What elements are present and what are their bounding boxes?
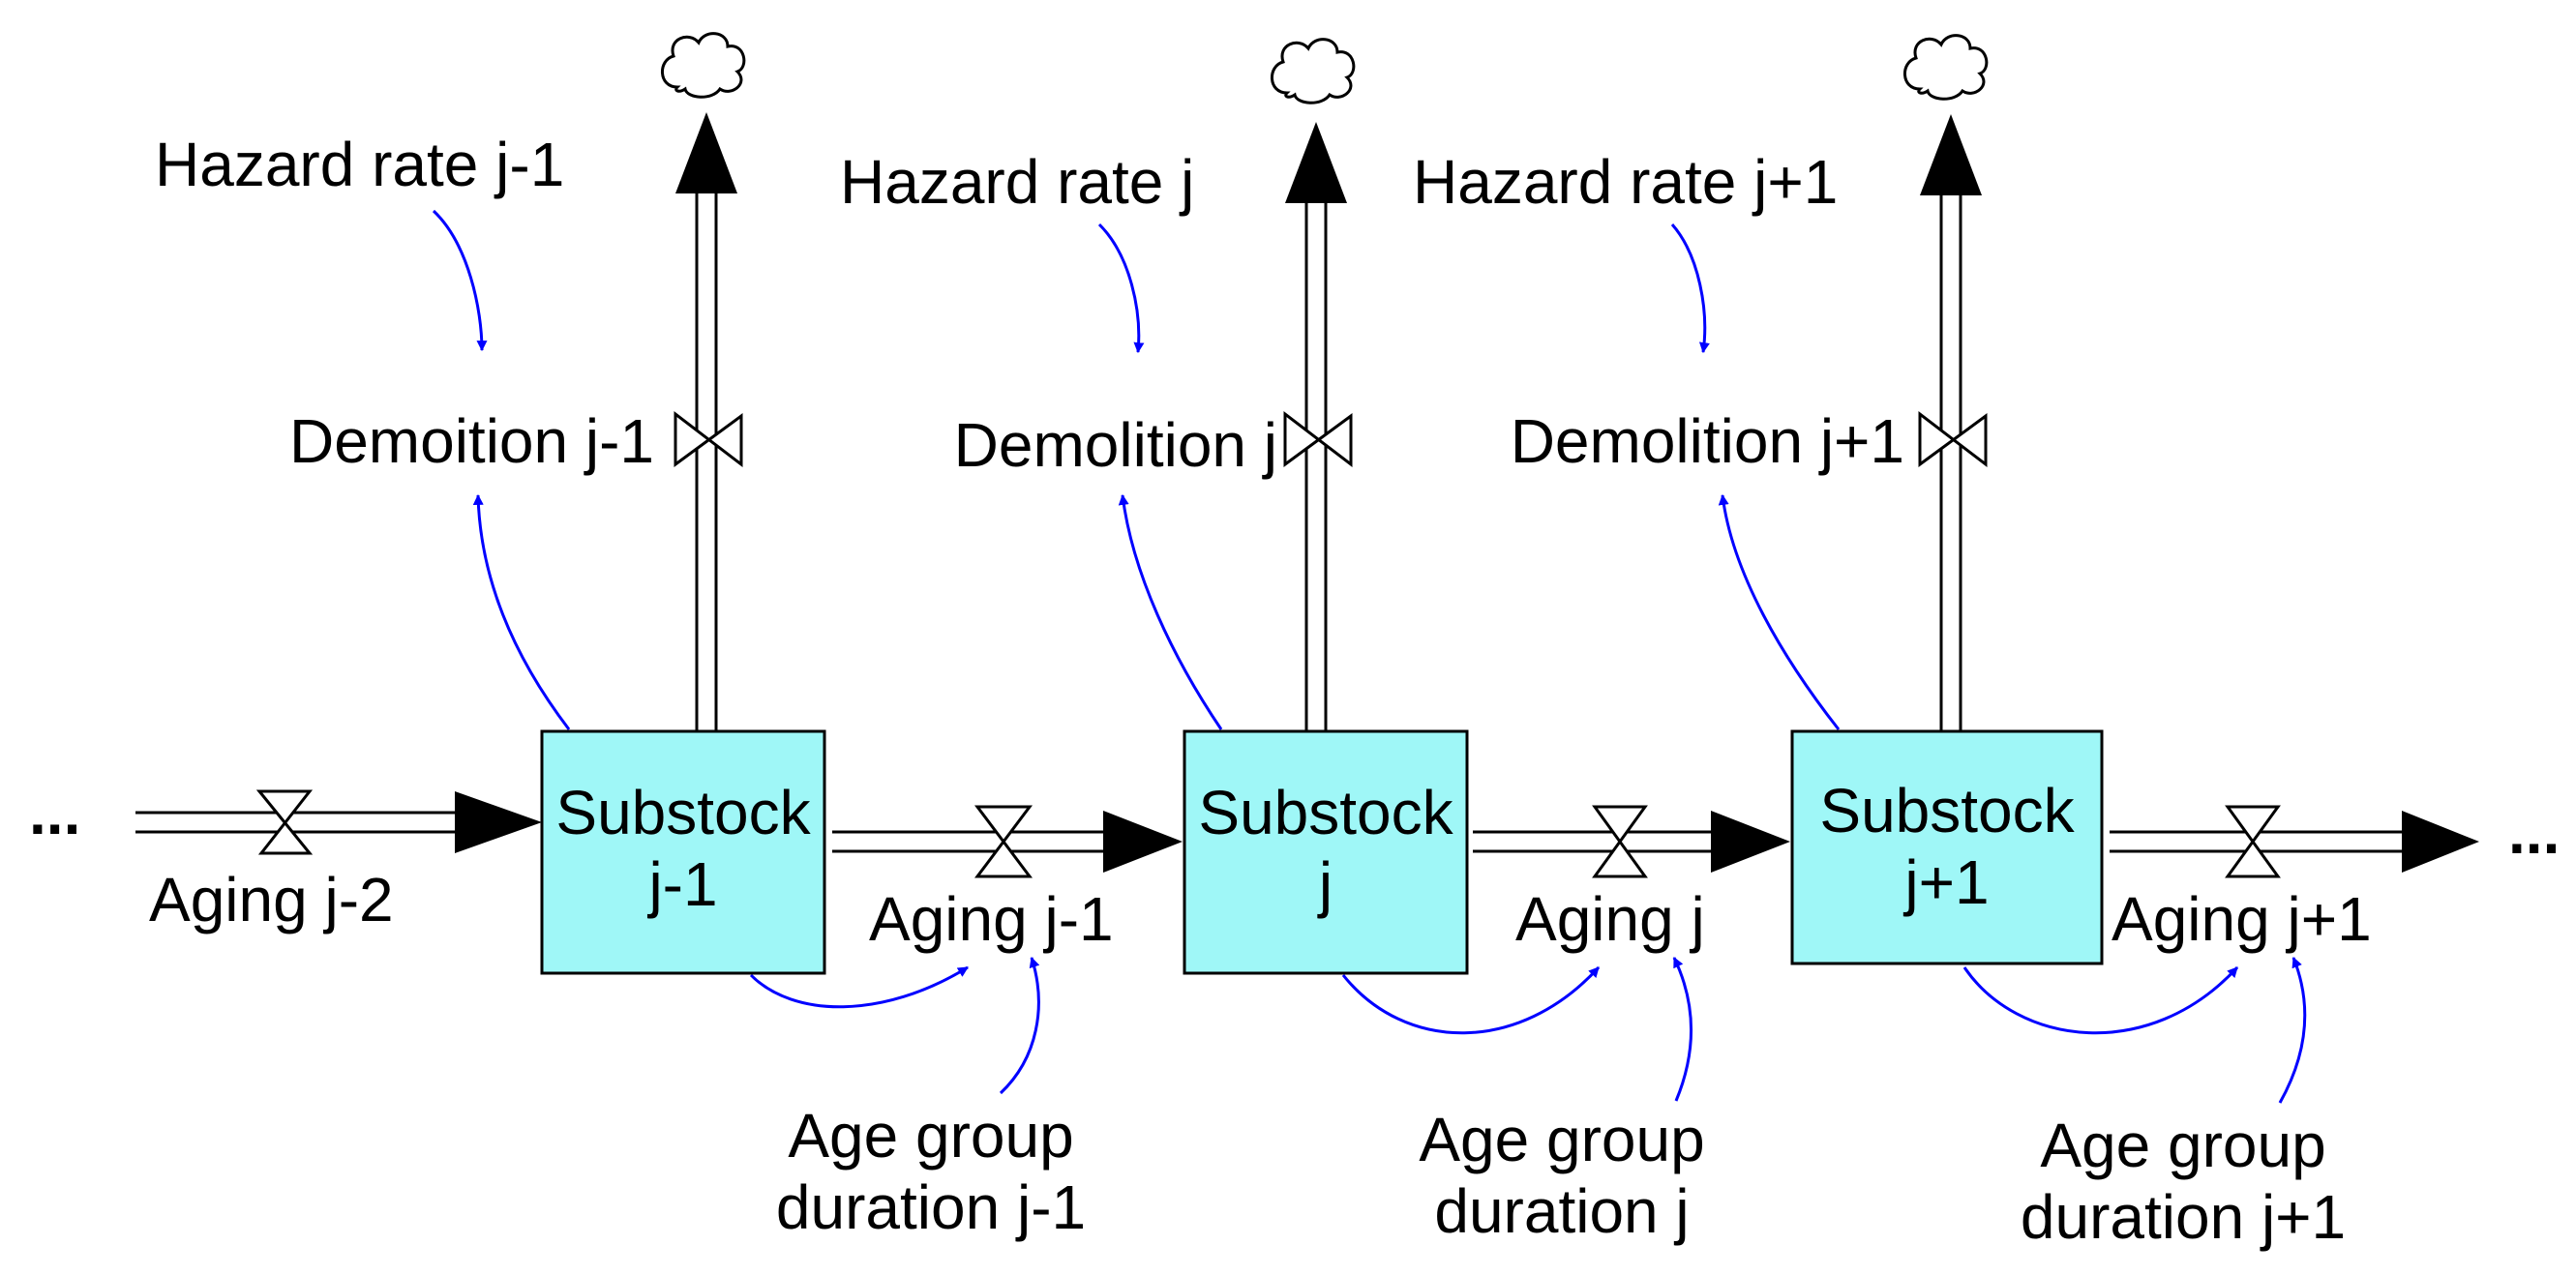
stock-label-line1: Substock — [1819, 776, 2075, 845]
aging-j-1-pipe — [832, 811, 1183, 873]
demolition-j-label: Demolition j — [954, 410, 1277, 480]
aging-j-valve-icon — [1592, 805, 1648, 878]
cloud-sink-icon — [661, 32, 746, 99]
duration-j-1-label-line2: duration j-1 — [776, 1172, 1086, 1242]
flow-arrowhead — [2402, 811, 2479, 873]
causal-link-duration-to-aging-j+1 — [2278, 956, 2307, 1104]
causal-link-duration-to-aging-j — [1672, 957, 1692, 1102]
duration-j-label-line1: Age group — [1419, 1105, 1704, 1174]
substock-box — [1183, 729, 1469, 975]
stock-label-line2: j-1 — [646, 849, 717, 919]
stock-label-line1: Substock — [555, 778, 811, 847]
demolition-j+1-pipe — [1920, 114, 1982, 731]
aging-j+1-pipe — [2110, 811, 2479, 873]
causal-link-substock-to-demolition-j-1 — [472, 493, 571, 730]
causal-link-substock-to-aging-j — [1341, 965, 1601, 1035]
hazard-rate-j+1-label: Hazard rate j+1 — [1413, 147, 1838, 217]
flow-arrowhead — [1920, 114, 1982, 195]
causal-link-substock-to-demolition-j — [1118, 493, 1223, 730]
causal-link-hazard-to-demolition-j — [1097, 222, 1145, 354]
duration-j+1-label-line2: duration j+1 — [2021, 1182, 2346, 1252]
duration-j+1-label-line1: Age group — [2040, 1111, 2325, 1180]
leading-ellipsis: ... — [29, 778, 80, 847]
substock-box — [540, 729, 826, 975]
trailing-ellipsis: ... — [2508, 797, 2560, 867]
stock-label-line1: Substock — [1198, 778, 1453, 847]
flow-arrowhead — [455, 791, 542, 853]
hazard-rate-j-1-label: Hazard rate j-1 — [155, 130, 564, 199]
duration-j-1-label-line1: Age group — [788, 1101, 1073, 1171]
flow-arrowhead — [1285, 122, 1347, 203]
flow-arrowhead — [1711, 811, 1790, 873]
aging-j-1-label: Aging j-1 — [869, 884, 1114, 954]
cloud-sink-icon — [1903, 34, 1989, 101]
demolition-j-valve-icon — [1283, 410, 1353, 468]
aging-j+1-valve-icon — [2225, 805, 2281, 878]
aging-j-2-valve-icon — [255, 789, 314, 855]
substock-j-1[interactable]: Substock j-1 — [540, 729, 826, 975]
flow-arrowhead — [1103, 811, 1183, 873]
stock-label-line2: j — [1317, 849, 1333, 919]
causal-link-duration-to-aging-j-1 — [999, 956, 1040, 1095]
hazard-rate-j-label: Hazard rate j — [840, 147, 1194, 217]
aging-j-label: Aging j — [1515, 884, 1705, 954]
aging-j-1-valve-icon — [974, 805, 1033, 878]
aging-j-pipe — [1473, 811, 1790, 873]
demolition-j-pipe — [1285, 122, 1347, 731]
aging-j-2-label: Aging j-2 — [149, 865, 394, 934]
aging-j-2-pipe — [135, 791, 542, 853]
demolition-j-1-pipe — [675, 112, 737, 731]
duration-j-label-line2: duration j — [1434, 1176, 1689, 1246]
causal-link-substock-to-demolition-j+1 — [1718, 493, 1841, 730]
demolition-j+1-valve-icon — [1918, 410, 1988, 468]
causal-link-hazard-to-demolition-j-1 — [432, 209, 488, 352]
substock-j+1[interactable]: Substock j+1 — [1790, 729, 2104, 965]
causal-link-substock-to-aging-j-1 — [749, 965, 969, 1009]
demolition-j+1-label: Demolition j+1 — [1511, 406, 1904, 476]
substock-box — [1790, 729, 2104, 965]
stock-label-line2: j+1 — [1902, 847, 1989, 917]
demolition-j-1-valve-icon — [674, 410, 743, 468]
causal-link-substock-to-aging-j+1 — [1962, 965, 2239, 1035]
causal-link-hazard-to-demolition-j+1 — [1670, 223, 1710, 354]
substock-j[interactable]: Substock j — [1183, 729, 1469, 975]
aging-j+1-label: Aging j+1 — [2112, 884, 2372, 954]
demolition-j-1-label: Demoition j-1 — [289, 406, 654, 476]
flow-arrowhead — [675, 112, 737, 193]
cloud-sink-icon — [1271, 38, 1356, 104]
